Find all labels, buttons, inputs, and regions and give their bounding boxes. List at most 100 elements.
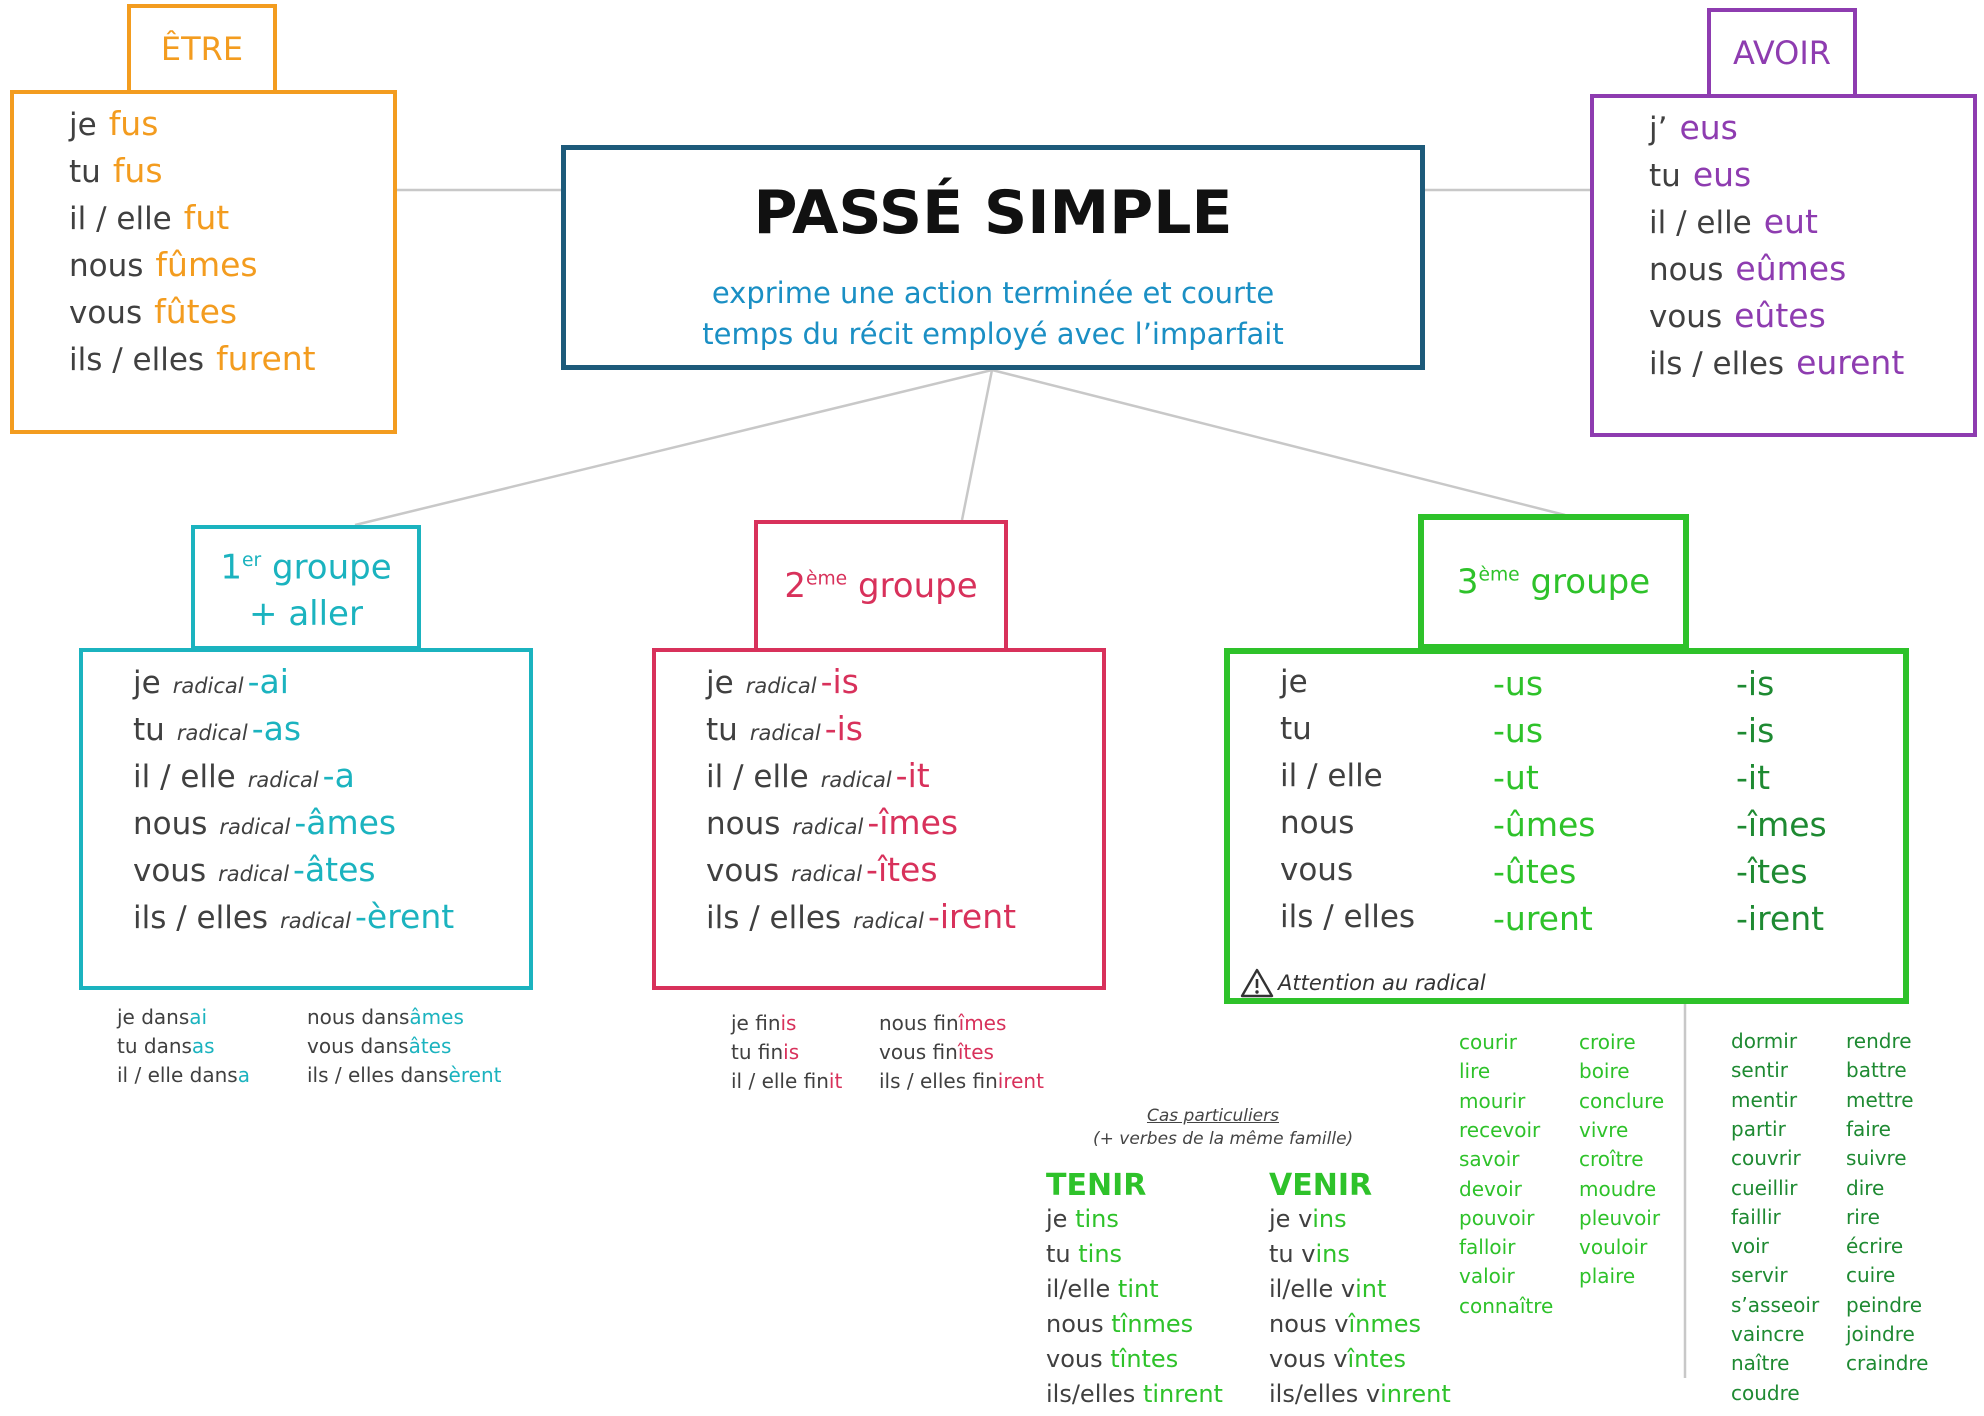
group2-radical: radical [853, 909, 924, 933]
avoir-pronoun: tu [1649, 158, 1681, 194]
group1-example-ending: âmes [409, 1005, 464, 1029]
tenir-row: il/elle tint [1046, 1275, 1159, 1303]
group2-radical: radical [792, 815, 864, 839]
group2-radical: radical [791, 862, 863, 886]
tenir-stem: nous [1046, 1310, 1112, 1338]
group2-radical: radical [745, 674, 817, 698]
group1-pronoun: je [133, 665, 161, 701]
etre-form: fûmes [155, 245, 258, 284]
avoir-form: eut [1763, 202, 1818, 241]
avoir-form: eurent [1796, 343, 1905, 382]
group2-example-stem: ils / elles fin [879, 1069, 998, 1093]
venir-row: il/elle vint [1269, 1275, 1386, 1303]
verb-is: dire [1846, 1175, 1885, 1200]
group1-example: ils / elles dansèrent [307, 1061, 501, 1090]
etre-label: ÊTRE [160, 30, 244, 68]
group2-example: nous finîmes [879, 1009, 1006, 1038]
verb-us: vivre [1579, 1117, 1629, 1142]
group2-header: 2ème groupe [754, 520, 1008, 652]
group2-ending: -irent [927, 897, 1017, 936]
tenir-row: vous tîntes [1046, 1345, 1178, 1373]
verb-is: coudre [1731, 1380, 1800, 1405]
group2-number: 2 [784, 566, 806, 606]
group2-ending: -îmes [867, 803, 959, 842]
venir-ending: ins [1315, 1240, 1350, 1268]
verb-is: peindre [1846, 1292, 1923, 1317]
venir-ending: inrent [1380, 1380, 1451, 1408]
group1-radical: radical [219, 815, 291, 839]
title-box: PASSÉ SIMPLE exprime une action terminée… [561, 145, 1425, 370]
group2-example: je finis [731, 1009, 796, 1038]
verb-is: mettre [1846, 1087, 1914, 1112]
tenir-ending: tint [1117, 1275, 1159, 1303]
verb-is: battre [1846, 1058, 1907, 1083]
group1-example: tu dansas [117, 1032, 215, 1061]
group1-example: je dansai [117, 1003, 207, 1032]
group1-example: nous dansâmes [307, 1003, 464, 1032]
subtitle-line-1: exprime une action terminée et courte [711, 276, 1275, 310]
group1-radical: radical [172, 674, 244, 698]
group2-ending: -îtes [866, 850, 938, 889]
group2-example-stem: nous fin [879, 1011, 959, 1035]
group2-row: ils / elles radical-irent [706, 897, 1016, 936]
group1-ending: -a [322, 756, 355, 795]
group1-example-ending: èrent [448, 1063, 502, 1087]
group3-ending-is: -îmes [1736, 805, 1827, 844]
group2-example-stem: je fin [731, 1011, 781, 1035]
group2-radical: radical [820, 768, 892, 792]
venir-row: je vins [1269, 1205, 1347, 1233]
group1-pronoun: ils / elles [133, 900, 269, 936]
group3-pronoun: je [1280, 664, 1308, 700]
group1-number: 1 [220, 547, 242, 588]
tenir-stem: vous [1046, 1345, 1111, 1373]
group1-ending: -âmes [294, 803, 397, 842]
tenir-row: nous tînmes [1046, 1310, 1193, 1338]
group3-pronoun: ils / elles [1280, 899, 1416, 935]
group2-example: vous finîtes [879, 1038, 994, 1067]
group3-ending-us: -ut [1493, 758, 1539, 797]
group3-sup: ème [1478, 564, 1520, 586]
verb-us: conclure [1579, 1088, 1665, 1113]
group3-number: 3 [1456, 562, 1479, 602]
verb-is: cueillir [1731, 1175, 1798, 1200]
group2-ending: -it [895, 756, 930, 795]
group1-example-stem: nous dans [307, 1005, 410, 1029]
verb-us: boire [1579, 1059, 1630, 1084]
group1-sup: er [241, 550, 262, 572]
group1-example-ending: âtes [408, 1034, 452, 1058]
venir-ending: înmes [1348, 1310, 1421, 1338]
tenir-stem: ils/elles [1046, 1380, 1143, 1408]
etre-form: fûtes [154, 292, 238, 331]
group3-ending-is: -it [1736, 758, 1771, 797]
group2-example-stem: il / elle fin [731, 1069, 829, 1093]
group2-example: il / elle finit [731, 1067, 842, 1096]
group2-example: tu finis [731, 1038, 799, 1067]
verb-us: courir [1459, 1030, 1517, 1054]
group3-warning: Attention au radical [1240, 968, 1486, 998]
group1-pronoun: vous [133, 853, 207, 889]
group1-pronoun: tu [133, 712, 165, 748]
verb-us: pleuvoir [1579, 1205, 1661, 1230]
group2-example: ils / elles finirent [879, 1067, 1044, 1096]
tenir-ending: tins [1078, 1240, 1123, 1268]
etre-pronoun: tu [69, 154, 101, 190]
avoir-pronoun: vous [1649, 299, 1723, 335]
group2-pronoun: ils / elles [706, 900, 842, 936]
verb-is: craindre [1846, 1351, 1929, 1376]
group2-pronoun: je [706, 665, 734, 701]
group1-pronoun: il / elle [133, 759, 236, 795]
